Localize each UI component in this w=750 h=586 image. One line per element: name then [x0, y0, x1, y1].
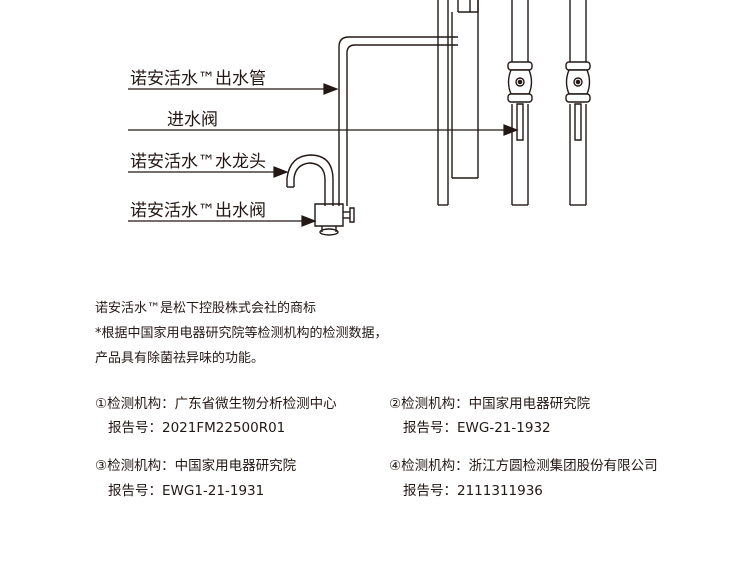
cert-3-org: ③检测机构：中国家用电器研究院	[95, 458, 297, 474]
outlet-pipe	[338, 36, 458, 206]
cabinet-outline	[437, 0, 479, 206]
supply-pipe-left	[511, 0, 529, 206]
cert-1-report: 报告号：2021FM22500R01	[108, 420, 286, 436]
label-outlet-valve: 诺安活水™出水阀	[130, 201, 266, 221]
installation-diagram: 诺安活水™出水管 进水阀 诺安活水™水龙头 诺安活水™出水阀	[128, 0, 591, 236]
label-outlet-pipe: 诺安活水™出水管	[130, 69, 266, 89]
cert-4-report: 报告号：2111311936	[403, 483, 543, 499]
cert-2-org: ②检测机构：中国家用电器研究院	[389, 396, 591, 412]
cert-2-report: 报告号：EWG-21-1932	[403, 420, 551, 436]
label-inlet-valve: 进水阀	[167, 110, 218, 130]
label-faucet: 诺安活水™水龙头	[130, 152, 266, 172]
supply-pipe-right	[569, 0, 587, 206]
test-data-note: *根据中国家用电器研究院等检测机构的检测数据，	[95, 326, 388, 341]
cert-3-report: 报告号：EWG1-21-1931	[108, 483, 265, 499]
cert-4-org: ④检测机构：浙江方圆检测集团股份有限公司	[389, 458, 658, 474]
faucet-icon	[286, 154, 355, 236]
cert-1-org: ①检测机构：广东省微生物分析检测中心	[95, 396, 337, 412]
leader-lines	[128, 83, 519, 227]
inlet-valve-icon	[507, 61, 533, 141]
supply-valve-icon	[565, 61, 591, 141]
function-note: 产品具有除菌祛异味的功能。	[95, 351, 265, 366]
trademark-note: 诺安活水™是松下控股株式会社的商标	[95, 301, 317, 316]
